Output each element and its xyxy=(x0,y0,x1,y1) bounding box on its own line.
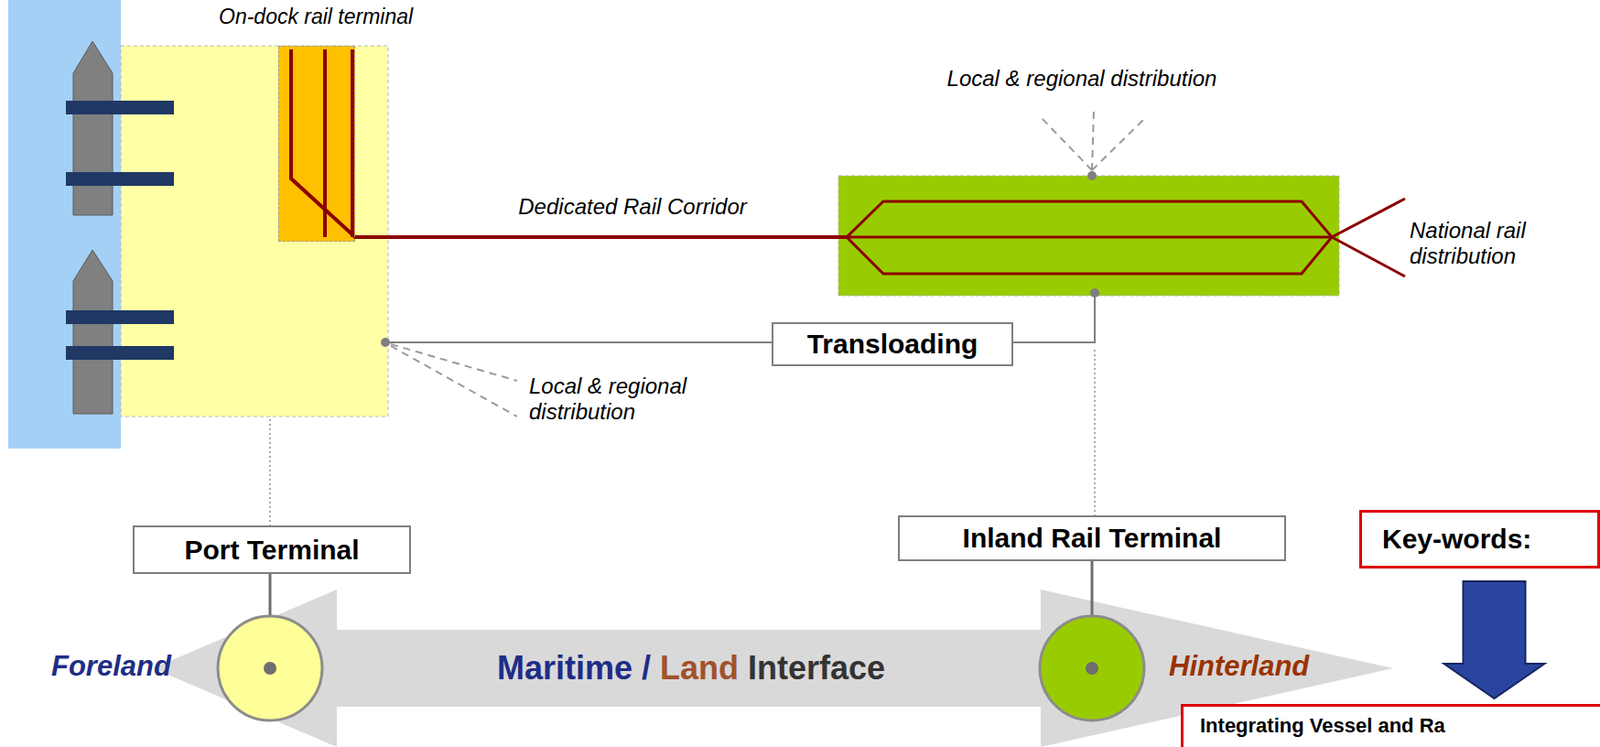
foreland-label: Foreland xyxy=(51,649,172,683)
hinterland-circle xyxy=(1039,616,1145,721)
interface-word: Land xyxy=(659,648,739,687)
interface-word: Maritime / xyxy=(497,648,651,687)
node-text: Port Terminal xyxy=(183,534,359,566)
distribution-dashes xyxy=(390,109,1146,417)
inland-area xyxy=(838,175,1340,296)
keyword-box: Key-words: xyxy=(1359,509,1600,569)
dot xyxy=(380,337,390,347)
interface-title: Maritime /LandInterface xyxy=(384,646,998,691)
distribution-label: Local & regional distribution xyxy=(926,65,1238,92)
distribution-label: National rail distribution xyxy=(1409,217,1575,269)
interface-word: Interface xyxy=(747,648,886,687)
node-text: On-dock rail terminal xyxy=(218,4,413,30)
process-box: Transloading xyxy=(771,322,1014,367)
dot xyxy=(1090,288,1100,298)
water xyxy=(8,0,121,449)
ship xyxy=(73,41,113,216)
hinterland-label: Hinterland xyxy=(1168,649,1309,683)
on-dock-terminal: On-dock rail terminal xyxy=(278,45,356,242)
ship xyxy=(73,249,113,414)
dot xyxy=(1085,661,1099,675)
dot xyxy=(1087,171,1097,181)
terminal-box: Port Terminal xyxy=(132,525,411,574)
node-text: Transloading xyxy=(807,328,979,360)
berth xyxy=(65,172,174,186)
rail-track xyxy=(291,49,1406,277)
foreland-circle xyxy=(217,616,323,721)
berth xyxy=(65,310,174,325)
node-text: Key-words: xyxy=(1382,523,1532,555)
distribution-label: Local & regional distribution xyxy=(529,373,722,424)
berth xyxy=(65,100,174,115)
keyword-box: Integrating Vessel and Ra xyxy=(1180,703,1600,747)
berth xyxy=(65,345,174,360)
node-text: Inland Rail Terminal xyxy=(962,522,1222,554)
terminal-box: Inland Rail Terminal xyxy=(897,515,1287,562)
block-arrow xyxy=(1444,581,1546,699)
dotted-line xyxy=(270,349,1095,526)
corridor-label: Dedicated Rail Corridor xyxy=(476,194,789,220)
dot xyxy=(263,661,277,675)
node-text: Integrating Vessel and Ra xyxy=(1200,706,1446,738)
